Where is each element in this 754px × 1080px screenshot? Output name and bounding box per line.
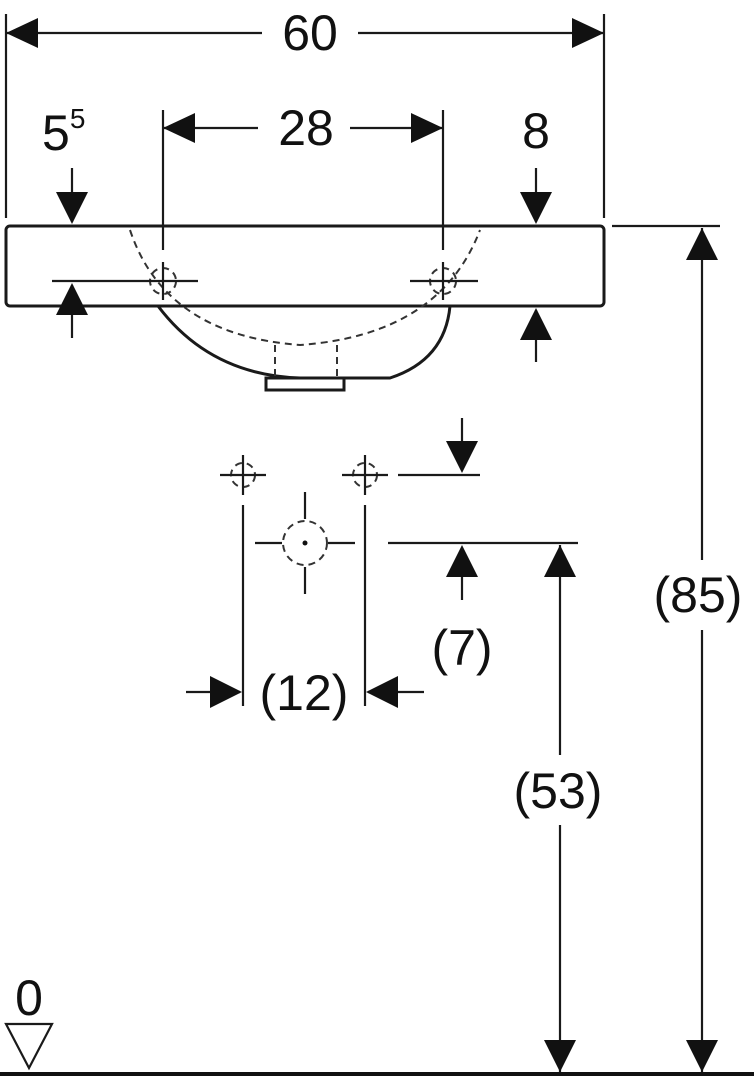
arrow-left <box>6 18 38 48</box>
label-rim-right: 8 <box>522 103 550 159</box>
label-floor-level: 0 <box>15 970 43 1026</box>
tap-hole-left <box>135 262 198 300</box>
label-drain-offset: (7) <box>431 620 492 676</box>
tap-hole-right <box>410 262 478 300</box>
dim-overall-width: 60 <box>4 5 606 218</box>
label-drain-spacing: (12) <box>260 665 349 721</box>
wall-hole-left <box>220 455 266 706</box>
dim-tap-spacing: 28 <box>161 100 445 250</box>
dim-rim-right: 8 <box>520 103 552 362</box>
level-marker-icon <box>4 1022 54 1071</box>
basin-outline <box>4 224 606 392</box>
wall-drain-symbol <box>255 492 355 594</box>
label-drain-height: (53) <box>514 763 603 819</box>
drain-outlet <box>264 376 346 392</box>
label-total-height: (85) <box>654 567 743 623</box>
bowl-hidden-line <box>129 229 481 347</box>
dim-drain-height: (53) <box>514 545 603 1072</box>
floor-reference: 0 <box>0 970 754 1076</box>
label-rim-left: 55 <box>42 103 85 161</box>
wall-hole-right <box>342 455 388 706</box>
arrow-right <box>572 18 604 48</box>
dim-drain-spacing: (12) <box>186 665 424 721</box>
dim-rim-left: 55 <box>42 103 135 338</box>
outlet-hidden-line <box>274 345 338 378</box>
label-tap-spacing: 28 <box>278 100 334 156</box>
dim-total-height: (85) <box>612 224 743 1072</box>
dim-drain-offset: (7) <box>388 418 578 676</box>
basin-rim <box>4 224 606 308</box>
label-overall-width: 60 <box>282 5 338 61</box>
